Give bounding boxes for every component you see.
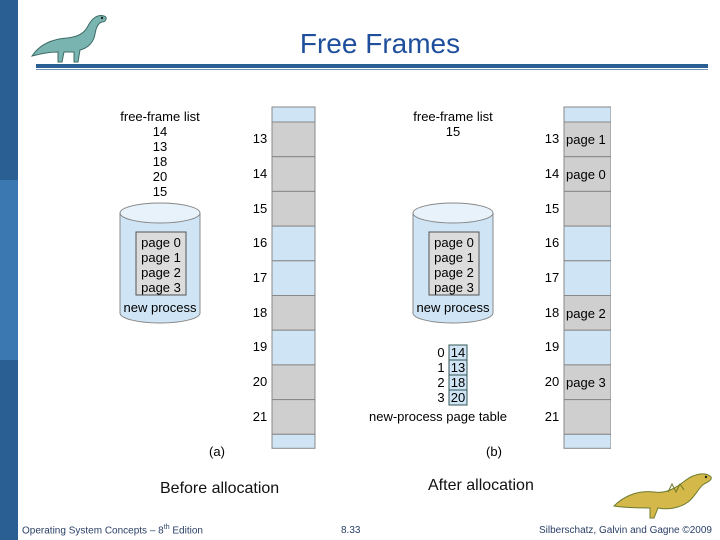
before-free-list: 14 13 18 20 15 [153,124,167,199]
before-disk-page: page 1 [141,250,181,265]
before-disk-page: page 3 [141,280,181,295]
before-frame-number: 16 [253,235,267,250]
after-disk-page: page 0 [434,235,474,250]
after-frame-number: 20 [545,374,559,389]
before-disk-caption: new process [124,300,197,315]
before-free-item: 18 [153,154,167,169]
free-frames-figure: free-frame list 14 13 18 20 15 page 0 pa… [115,105,611,460]
page-table-index: 2 [437,375,444,390]
footer-page-number: 8.33 [341,525,361,536]
footer-left: Operating System Concepts – 8th Edition [22,524,203,536]
after-frame-number: 16 [545,235,559,250]
page-table-frame: 20 [451,390,465,405]
sidebar [0,0,18,540]
after-disk-caption: new process [417,300,490,315]
title-rule-thin [36,69,708,70]
page-table-index: 0 [437,345,444,360]
after-frame-content: page 0 [566,167,606,182]
after-free-item: 15 [446,124,460,139]
before-frame-number: 14 [253,166,267,181]
footer-book-sup: th [163,523,170,531]
before-disk: page 0 page 1 page 2 page 3 new process [119,202,201,324]
before-free-item: 20 [153,169,167,184]
dinosaur-logo [30,15,107,63]
before-frame-number: 17 [253,270,267,285]
before-free-item: 13 [153,139,167,154]
after-page-table: 0 1 2 3 14 13 18 20 new-process page tab… [369,344,507,424]
sidebar-highlight [0,180,18,360]
before-frame-column: 13 14 15 16 17 18 19 20 21 [253,106,316,449]
footer-book: Operating System Concepts – 8 [22,525,164,536]
footer-edition: Edition [169,525,203,536]
after-sub-label: (b) [486,444,502,459]
before-free-list-label: free-frame list [120,109,200,124]
before-disk-page: page 0 [141,235,181,250]
before-frame-number: 21 [253,409,267,424]
after-frame-content: page 2 [566,306,606,321]
after-free-list-label: free-frame list [413,109,493,124]
after-disk-page: page 3 [434,280,474,295]
after-frame-content: page 3 [566,375,606,390]
after-frame-number: 19 [545,339,559,354]
after-caption: After allocation [428,477,534,494]
after-frame-number: 18 [545,305,559,320]
after-disk-page: page 1 [434,250,474,265]
after-frame-number: 15 [545,201,559,216]
footer-copyright: Silberschatz, Galvin and Gagne ©2009 [538,525,712,536]
dinosaur-mascot [612,473,712,519]
before-frame-number: 19 [253,339,267,354]
after-frame-content: page 1 [566,132,606,147]
before-frame-number: 18 [253,305,267,320]
before-frame-number: 15 [253,201,267,216]
before-sub-label: (a) [209,444,225,459]
title-rule [36,64,708,68]
before-free-item: 15 [153,184,167,199]
after-frame-number: 14 [545,166,559,181]
after-frame-number: 13 [545,131,559,146]
page-table-caption: new-process page table [369,409,507,424]
before-free-item: 14 [153,124,167,139]
after-frame-number: 21 [545,409,559,424]
before-disk-page: page 2 [141,265,181,280]
page-table-frame: 14 [451,345,465,360]
page-table-frame: 13 [451,360,465,375]
slide-title: Free Frames [299,28,461,59]
after-disk: page 0 page 1 page 2 page 3 new process [412,202,494,324]
page-table-index: 1 [437,360,444,375]
before-frame-number: 13 [253,131,267,146]
before-frame-number: 20 [253,374,267,389]
before-caption: Before allocation [160,480,280,497]
after-frame-column: 13 14 15 16 17 18 19 20 21 page 1 page 0… [545,106,611,449]
after-disk-page: page 2 [434,265,474,280]
after-frame-number: 17 [545,270,559,285]
page-table-frame: 18 [451,375,465,390]
page-table-index: 3 [437,390,444,405]
